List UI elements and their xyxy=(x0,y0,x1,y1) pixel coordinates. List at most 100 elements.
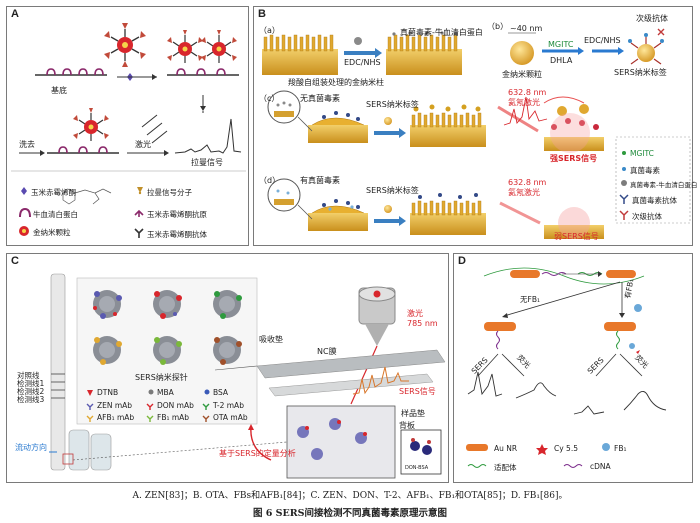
pillar-array-c xyxy=(308,111,368,143)
sers-spectrum-left xyxy=(467,371,503,397)
legend-c-bsa: BSA xyxy=(213,388,229,397)
legend-b-toxin-ab: 真菌毒素抗体 xyxy=(632,196,677,205)
edc-nhs-2: EDC/NHS xyxy=(584,36,621,45)
substrate-1 xyxy=(35,68,107,76)
step-d: （d） xyxy=(259,176,281,185)
legend-aunp: 金纳米颗粒 xyxy=(33,228,71,237)
legend-antibody: 玉米赤霉烯酮抗体 xyxy=(147,230,207,239)
legend-d-au-nr: Au NR xyxy=(494,444,518,453)
legend-d-cdna: cDNA xyxy=(590,462,611,471)
raman-spectrum xyxy=(174,118,242,154)
panel-d-label: D xyxy=(458,255,466,267)
pillar-array-c3 xyxy=(544,104,604,151)
panel-b-label: B xyxy=(258,8,266,20)
laser-arrows xyxy=(141,114,168,144)
legend-b-secondary: 次级抗体 xyxy=(632,212,662,221)
toxin-bsa-icon xyxy=(354,37,362,45)
substrate-2 xyxy=(167,30,239,76)
laser-label-a: 激光 xyxy=(135,140,151,149)
legend-c-mba: MBA xyxy=(157,388,174,397)
legend-d-fb1: FB₁ xyxy=(614,444,627,453)
sers-nanotag xyxy=(637,44,655,62)
sers-signal-label: SERS信号 xyxy=(399,387,436,396)
sample-pad-label: 样品垫 xyxy=(401,409,425,418)
step-a: （a） xyxy=(259,26,280,35)
inset-tag: DON-BSA xyxy=(405,465,429,471)
backing-label: 背板 xyxy=(399,421,415,430)
legend-c-t2-mab: T-2 mAb xyxy=(213,401,244,410)
sers-spectrum-c xyxy=(352,366,409,395)
fluor-spectrum-right xyxy=(623,391,667,411)
laser-d-type: 氦氖激光 xyxy=(508,188,540,197)
panel-b-graphics xyxy=(262,28,691,239)
substrate-label: 基底 xyxy=(51,86,67,95)
test-strip xyxy=(50,273,66,471)
step-b: （b） xyxy=(487,22,509,31)
legend-c-afb-mab: AFB₁ mAb xyxy=(97,413,135,422)
dhla-label: DHLA xyxy=(550,56,573,65)
panel-b: B xyxy=(253,6,697,246)
no-toxin-label: 无真菌毒素 xyxy=(300,94,340,103)
nc-membrane-label: NC膜 xyxy=(317,347,337,356)
mgitc-label: MGITC xyxy=(548,40,574,49)
laser-d-wavelength: 632.8 nm xyxy=(508,178,547,187)
sers-tag-label: SERS纳米标签 xyxy=(614,68,667,77)
flow-direction-label: 流动方向 xyxy=(15,443,47,452)
au-nr-top-right xyxy=(606,270,636,278)
legend-c-dtnb: DTNB xyxy=(97,388,119,397)
panel-c-label: C xyxy=(11,255,19,267)
legend-c-zen-mab: ZEN mAb xyxy=(97,401,133,410)
figure-subcaption: A. ZEN[83]；B. OTA、FBs和AFB₁[84]；C. ZEN、DO… xyxy=(132,491,568,501)
secondary-ab-label: 次级抗体 xyxy=(636,14,668,23)
raman-signal-label: 拉曼信号 xyxy=(191,158,223,167)
laser-label-c: 激光 xyxy=(407,309,423,318)
test-line-3-label: 检测线3 xyxy=(17,395,45,404)
legend-c-don-mab: DON mAb xyxy=(157,401,194,410)
laser-nm-label: 785 nm xyxy=(407,319,438,328)
legend-bsa: 牛血清白蛋白 xyxy=(33,210,78,219)
laser-c-wavelength: 632.8 nm xyxy=(508,88,547,97)
probe-title: SERS纳米探针 xyxy=(135,373,188,382)
legend-b-toxin: 真菌毒素 xyxy=(630,166,660,175)
pillar-array-d3 xyxy=(544,207,604,239)
legend-c-fb-mab: FB₁ mAb xyxy=(157,413,190,422)
wash-substrate xyxy=(47,108,119,154)
pillar-array-a2 xyxy=(386,31,462,75)
panel-c: C xyxy=(6,253,449,483)
legend-reporter: 拉曼信号分子 xyxy=(147,188,192,197)
panel-d-graphics xyxy=(466,267,667,468)
legend-d-cy55: Cy 5.5 xyxy=(554,444,578,453)
pillar-array-d2 xyxy=(410,193,486,235)
legend-zen: 玉米赤霉烯酮 xyxy=(31,188,76,197)
strong-sers-spectrum xyxy=(503,96,548,126)
nm40-label: ~40 nm xyxy=(510,24,543,33)
gold-nanoparticle xyxy=(510,41,534,65)
zen-structure-icon xyxy=(62,188,112,205)
sers-spectrum-right xyxy=(573,405,605,415)
legend-antigen: 玉米赤霉烯酮抗原 xyxy=(147,210,207,219)
panel-a-graphics xyxy=(11,23,246,238)
pillar-array-c2 xyxy=(410,104,486,147)
panel-c-graphics xyxy=(49,273,446,479)
legend-b-mgitc: MGITC xyxy=(630,149,654,158)
strong-sers-label: 强SERS信号 xyxy=(550,154,598,163)
inset-box xyxy=(286,405,396,479)
legend-c-ota-mab: OTA mAb xyxy=(213,413,248,422)
laser-c-type: 氦氖激光 xyxy=(508,98,540,107)
wash-label: 洗去 xyxy=(19,140,35,149)
fluor-spectrum-left xyxy=(515,382,557,399)
pillar-array-a1 xyxy=(262,34,338,75)
toxin-bsa-label: 真菌毒素-牛血清白蛋白 xyxy=(400,28,483,37)
absorbent-pad-label: 吸收垫 xyxy=(259,335,283,344)
no-fb-label: 无FB₁ xyxy=(520,295,540,304)
aunp-probe-top xyxy=(104,23,146,67)
control-line-label: 对照线 xyxy=(17,371,40,380)
gold-np-label: 金纳米颗粒 xyxy=(502,70,542,79)
weak-sers-label: 弱SERS信号 xyxy=(554,232,599,241)
panel-a-label: A xyxy=(11,8,19,20)
laser-head xyxy=(350,286,396,405)
figure-caption: 图 6 SERS间接检测不同真菌毒素原理示意图 xyxy=(252,508,448,519)
quant-analysis-label: 基于SERS的定量分析 xyxy=(219,449,296,458)
legend-b-toxin-bsa: 真菌毒素-牛血清白蛋白 xyxy=(630,181,698,189)
sample-tubes xyxy=(62,429,112,471)
